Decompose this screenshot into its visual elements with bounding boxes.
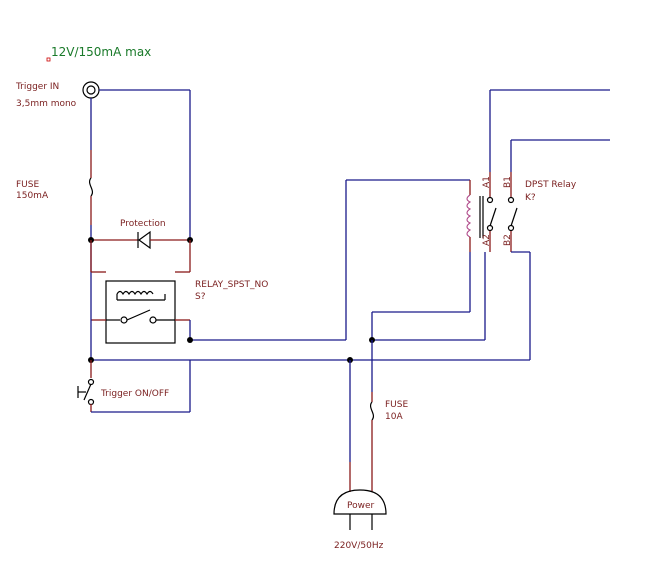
relay1-ref: S? [195, 292, 206, 302]
pin-a1: A1 [482, 176, 492, 188]
jack-icon [82, 81, 100, 99]
pin-b1: B1 [503, 176, 513, 188]
trigger-in-label: Trigger IN [15, 82, 59, 92]
power-note: 12V/150mA max [51, 45, 151, 59]
plug-icon [333, 489, 387, 530]
fuse1-label: FUSE [16, 180, 39, 190]
power-label: Power [347, 501, 375, 511]
fuse1-rating: 150mA [16, 191, 49, 201]
trigger-in-detail: 3,5mm mono [16, 99, 77, 109]
contact-b-icon [507, 196, 518, 232]
relay2-label: DPST Relay [525, 180, 577, 190]
pushbutton-icon [77, 378, 95, 406]
relay-coil-icon [466, 194, 472, 238]
power-voltage: 220V/50Hz [334, 541, 384, 551]
relay2-ref: K? [525, 193, 536, 203]
fuse2-rating: 10A [385, 412, 403, 422]
fuse-icon [88, 177, 94, 197]
fuse-icon [369, 401, 375, 421]
pin-a2: A2 [482, 234, 492, 246]
relay1-label: RELAY_SPST_NO [195, 280, 268, 290]
note-marker [46, 57, 51, 62]
contact-a-icon [486, 196, 497, 232]
diode-label: Protection [120, 219, 166, 229]
pin-b2: B2 [503, 234, 513, 246]
relay-icon [105, 280, 176, 344]
junction-dot [187, 337, 193, 343]
switch-label: Trigger ON/OFF [100, 389, 169, 399]
diode-icon [137, 230, 151, 250]
fuse2-label: FUSE [385, 400, 408, 410]
